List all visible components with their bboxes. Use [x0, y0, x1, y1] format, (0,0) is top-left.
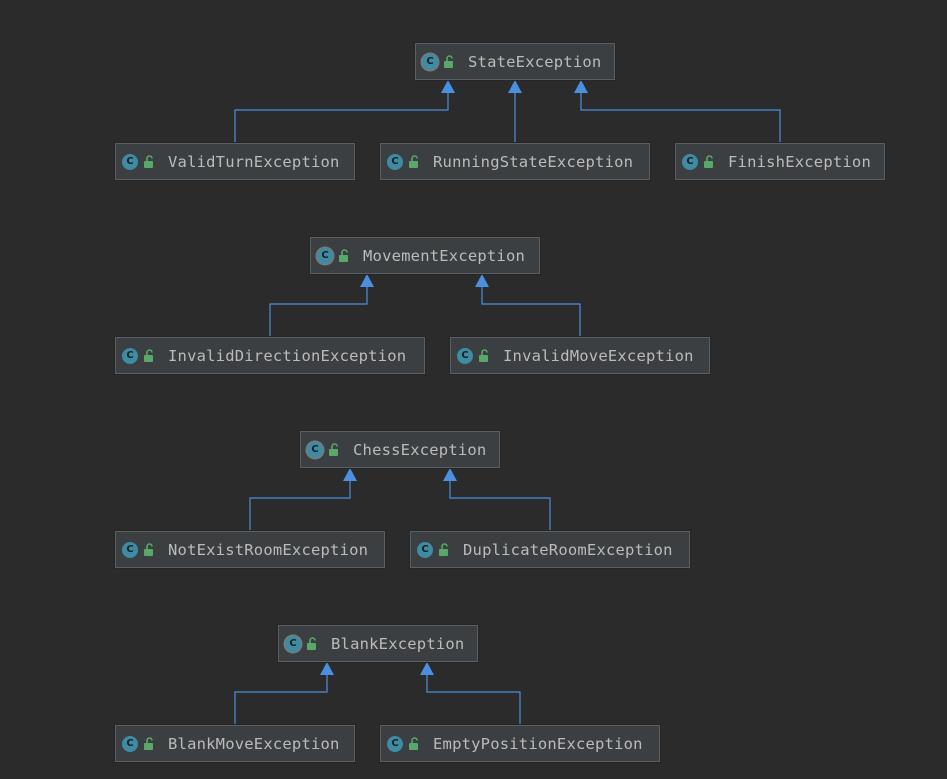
public-unlock-icon [444, 54, 453, 68]
class-node-invalid-move-exception[interactable]: C InvalidMoveException [450, 337, 710, 374]
public-unlock-icon [144, 542, 153, 556]
class-node-state-exception[interactable]: C StateException [415, 43, 615, 80]
inheritance-arrowhead [574, 80, 588, 93]
inheritance-arrowhead [360, 274, 374, 287]
public-unlock-icon [144, 736, 153, 750]
class-name: InvalidMoveException [503, 346, 694, 365]
public-unlock-icon [409, 154, 418, 168]
class-icon: C [122, 347, 138, 364]
class-node-valid-turn-exception[interactable]: C ValidTurnException [115, 143, 355, 180]
class-icon: C [122, 541, 138, 558]
class-icon: C [122, 735, 138, 752]
class-name: BlankMoveException [168, 734, 340, 753]
class-icon: C [387, 153, 403, 170]
class-node-running-state-exception[interactable]: C RunningStateException [380, 143, 650, 180]
class-icon: C [682, 153, 698, 170]
class-node-blank-move-exception[interactable]: C BlankMoveException [115, 725, 355, 762]
class-node-movement-exception[interactable]: C MovementException [310, 237, 540, 274]
class-name: FinishException [728, 152, 871, 171]
public-unlock-icon [144, 348, 153, 362]
class-node-not-exist-room-exception[interactable]: C NotExistRoomException [115, 531, 385, 568]
class-node-duplicate-room-exception[interactable]: C DuplicateRoomException [410, 531, 690, 568]
class-name: ValidTurnException [168, 152, 340, 171]
inheritance-edge [234, 675, 328, 725]
class-name: InvalidDirectionException [168, 346, 407, 365]
inheritance-arrowhead [420, 662, 434, 675]
class-name: ChessException [353, 440, 487, 459]
public-unlock-icon [479, 348, 488, 362]
class-node-finish-exception[interactable]: C FinishException [675, 143, 885, 180]
public-unlock-icon [339, 248, 348, 262]
inheritance-arrowhead [443, 468, 457, 481]
inheritance-edge [426, 675, 521, 725]
abstract-class-icon: C [307, 441, 323, 458]
abstract-class-icon: C [285, 635, 301, 652]
class-name: MovementException [363, 246, 526, 265]
class-name: RunningStateException [433, 152, 634, 171]
class-node-chess-exception[interactable]: C ChessException [300, 431, 500, 468]
public-unlock-icon [144, 154, 153, 168]
class-name: DuplicateRoomException [463, 540, 673, 559]
class-icon: C [387, 735, 403, 752]
inheritance-arrowhead [475, 274, 489, 287]
inheritance-arrowhead [441, 80, 455, 93]
public-unlock-icon [329, 442, 338, 456]
inheritance-edge [249, 481, 351, 531]
public-unlock-icon [409, 736, 418, 750]
class-icon: C [122, 153, 138, 170]
abstract-class-icon: C [317, 247, 333, 264]
inheritance-edge [580, 93, 781, 143]
class-icon: C [457, 347, 473, 364]
class-node-invalid-direction-exception[interactable]: C InvalidDirectionException [115, 337, 425, 374]
class-name: NotExistRoomException [168, 540, 369, 559]
public-unlock-icon [704, 154, 713, 168]
abstract-class-icon: C [422, 53, 438, 70]
inheritance-edge [449, 481, 551, 531]
class-node-empty-position-exception[interactable]: C EmptyPositionException [380, 725, 660, 762]
class-name: BlankException [331, 634, 465, 653]
inheritance-edge [269, 287, 368, 337]
inheritance-arrowhead [320, 662, 334, 675]
inheritance-arrowhead [508, 80, 522, 93]
class-node-blank-exception[interactable]: C BlankException [278, 625, 478, 662]
inheritance-arrowhead [343, 468, 357, 481]
inheritance-edge [234, 93, 449, 143]
public-unlock-icon [439, 542, 448, 556]
inheritance-edge [481, 287, 581, 337]
class-name: StateException [468, 52, 602, 71]
class-icon: C [417, 541, 433, 558]
class-name: EmptyPositionException [433, 734, 643, 753]
public-unlock-icon [307, 636, 316, 650]
